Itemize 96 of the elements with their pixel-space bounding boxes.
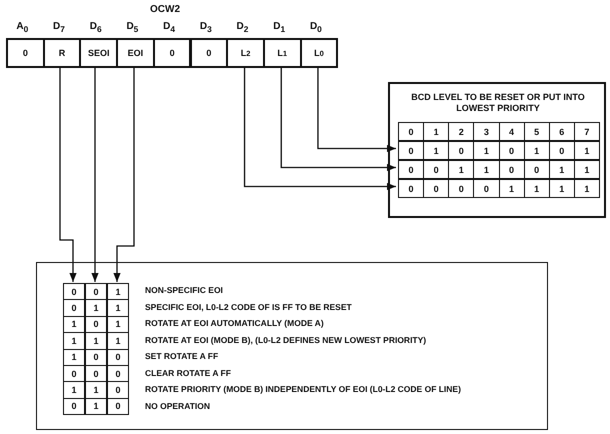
bit-value: 0: [86, 284, 106, 300]
bit-value: 0: [399, 142, 424, 159]
bit-value: 1: [583, 164, 590, 176]
bit-value: 4: [500, 123, 525, 140]
bit-value: 1: [524, 180, 550, 197]
bit-value: 3: [474, 123, 500, 140]
bit-value: 2: [449, 123, 474, 140]
register-bit-cell: SEOI: [79, 38, 118, 68]
mode-description: ROTATE PRIORITY (MODE B) INDEPENDENTLY OF EOI (L0-L2 CODE OF LINE): [145, 384, 461, 394]
bit-value: 1: [550, 161, 575, 178]
mode-description: CLEAR ROTATE A FF: [145, 368, 231, 378]
bit-value: 1: [500, 180, 525, 197]
register-bit-cell: 0: [190, 38, 228, 68]
bit-value: 0: [550, 142, 575, 159]
register-bit-cell: 0: [6, 38, 45, 68]
table-column: [63, 283, 85, 415]
panel-heading: BCD LEVEL TO BE RESET OR PUT INTO LOWEST PRIORITY: [410, 92, 586, 114]
bit-value: 1: [86, 333, 106, 350]
arrow: [317, 68, 396, 152]
bit-value: 1: [86, 300, 106, 317]
bit-value: 0: [108, 350, 128, 366]
bit-value: 1: [474, 142, 500, 159]
register-title: OCW2: [150, 4, 180, 15]
bit-value: 1: [474, 161, 500, 178]
bit-value: 0: [86, 350, 106, 366]
bit-value: 0: [64, 284, 84, 300]
bit-value: 0: [399, 123, 424, 140]
mode-panel: [36, 262, 548, 430]
register-bit-cell: R: [42, 38, 82, 68]
register-bit-cell: 0: [152, 38, 192, 68]
bit-value: 7: [583, 126, 590, 138]
bit-value: 1: [64, 316, 84, 334]
bit-value: 0: [64, 300, 84, 317]
mode-description: ROTATE AT EOI AUTOMATICALLY (MODE A): [145, 318, 324, 328]
bit-value: 1: [524, 142, 550, 159]
mode-description: SET ROTATE A FF: [145, 351, 218, 361]
arrow: [91, 68, 99, 282]
bit-value: 0: [524, 161, 550, 178]
arrow: [244, 68, 396, 190]
bit-value: 5: [524, 123, 550, 140]
table-column: [85, 283, 107, 415]
table-panel: [388, 82, 606, 218]
bit-label: D$_{2}$: [236, 21, 248, 34]
bit-value: 1: [92, 400, 100, 414]
bit-label: D$_{5}$: [126, 21, 138, 34]
bit-value: 0: [500, 142, 525, 159]
bit-label: A$_{0}$: [16, 21, 28, 34]
table-column: [107, 283, 129, 415]
bit-value: 0: [424, 180, 450, 197]
register-bit-cell: EOI: [116, 38, 155, 68]
bit-value: 6: [550, 123, 575, 140]
bit-value: 1: [64, 350, 84, 366]
mode-description: NO OPERATION: [145, 400, 210, 410]
bit-value: 1: [583, 144, 590, 158]
bit-value: 0: [64, 366, 84, 382]
bit-value: 1: [583, 182, 590, 196]
bit-value: 0: [86, 366, 106, 382]
bit-value: 1: [86, 382, 106, 399]
mode-description: NON-SPECIFIC EOI: [145, 285, 223, 295]
bit-value: 0: [399, 180, 424, 197]
bit-value: 1: [108, 284, 128, 300]
bit-value: 1: [424, 142, 450, 159]
bit-label: D$_{3}$: [200, 21, 212, 34]
arrow: [59, 68, 77, 282]
bit-value: 1: [108, 333, 128, 350]
bit-value: 0: [449, 180, 474, 197]
bit-label: D$_{1}$: [273, 21, 286, 34]
bit-value: 0: [108, 382, 128, 399]
bit-value: 0: [108, 366, 128, 382]
bit-label: D$_{0}$: [310, 21, 322, 34]
bit-value: 1: [449, 161, 474, 178]
bit-value: 0: [474, 180, 500, 197]
table-row: [398, 141, 600, 160]
arrow: [113, 68, 135, 282]
bit-value: 1: [64, 382, 84, 399]
bit-value: 0: [424, 161, 450, 178]
bit-label: D$_{4}$: [163, 21, 176, 34]
bit-value: 0: [70, 400, 78, 414]
bit-value: 0: [86, 316, 106, 334]
bit-value: 1: [64, 333, 84, 350]
bit-value: 1: [550, 180, 575, 197]
bit-label: D$_{6}$: [90, 21, 102, 34]
bit-value: 0: [449, 142, 474, 159]
bit-value: 1: [108, 316, 128, 334]
mode-description: SPECIFIC EOI, L0-L2 CODE OF IS FF TO BE RESET: [145, 302, 352, 312]
bit-value: 1: [108, 300, 128, 317]
mode-description: ROTATE AT EOI (MODE B), (L0-L2 DEFINES NEW LOWEST PRIORITY): [145, 334, 426, 344]
table-row: [398, 179, 600, 198]
bit-label: D$_{7}$: [53, 21, 65, 34]
bit-value: 0: [114, 400, 122, 414]
table-row: [398, 160, 600, 179]
bit-value: 0: [399, 161, 424, 178]
table-row: [398, 122, 600, 141]
bit-value: 0: [500, 161, 525, 178]
arrow: [280, 68, 396, 172]
bit-value: 1: [424, 123, 450, 140]
